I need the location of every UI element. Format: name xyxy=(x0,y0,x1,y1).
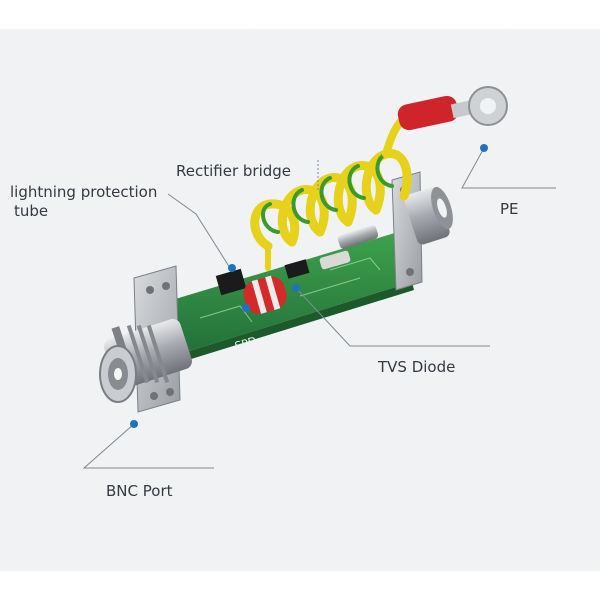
ground-post xyxy=(337,225,379,249)
callout-pe-line xyxy=(461,147,556,189)
label-lightning-protection-tube-line1: lightning protection xyxy=(10,183,158,201)
callout-bnc-line xyxy=(82,423,214,469)
callout-dot-pe xyxy=(480,144,488,152)
pe-ring-terminal xyxy=(397,86,508,131)
label-tvs-diode: TVS Diode xyxy=(378,358,456,376)
pcb-spd-marking: SPD xyxy=(233,334,258,353)
callout-dot-rectifier xyxy=(228,264,236,272)
callout-rectifier-line xyxy=(167,193,231,269)
pcb-board xyxy=(172,232,412,352)
pcb-traces xyxy=(199,257,381,323)
callout-dots xyxy=(130,144,488,428)
label-lightning-protection-tube-line2: tube xyxy=(14,202,49,220)
callout-dot-tvs xyxy=(292,284,300,292)
callout-lines xyxy=(82,147,556,469)
tvs-diode-component xyxy=(284,250,351,279)
label-rectifier-bridge: Rectifier bridge xyxy=(176,162,292,180)
label-pe: PE xyxy=(500,200,519,218)
rectifier-bridge-component xyxy=(215,268,247,296)
callout-tvs-line xyxy=(295,287,490,347)
callout-dot-tube xyxy=(242,304,250,312)
label-bnc-port: BNC Port xyxy=(106,482,173,500)
gas-discharge-tube xyxy=(243,275,287,314)
rear-bnc-connector xyxy=(404,186,453,245)
callout-dot-bnc xyxy=(130,420,138,428)
ground-wire-coil xyxy=(250,114,412,271)
front-bnc-connector xyxy=(99,318,192,403)
